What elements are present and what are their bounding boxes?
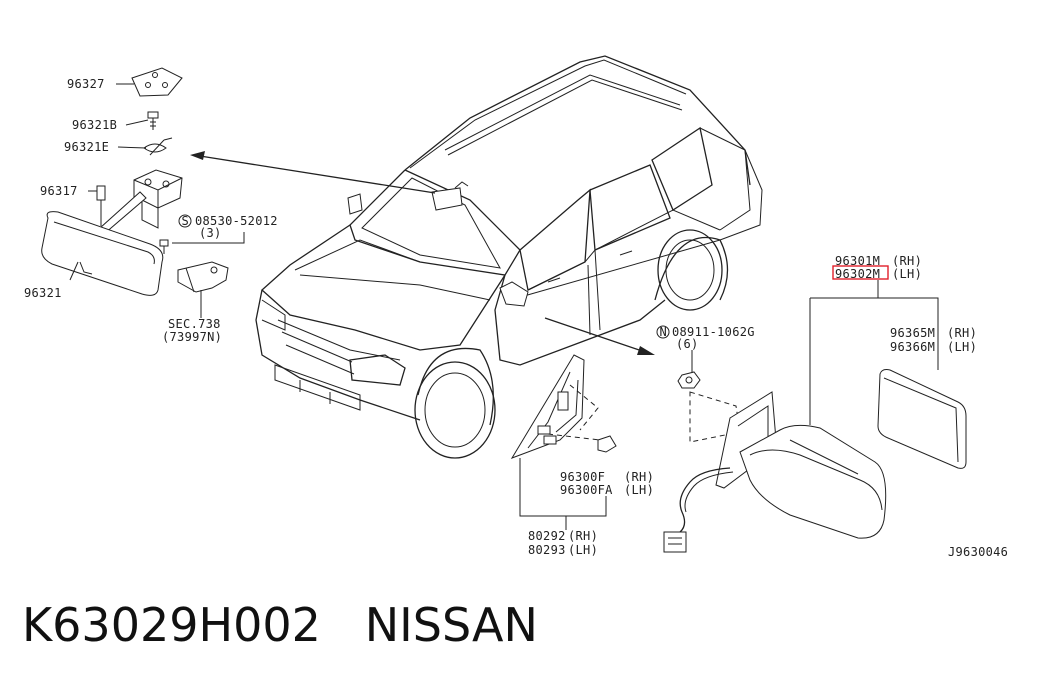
leader-lines-right <box>519 280 939 530</box>
label-80293-side: (LH) <box>568 543 598 557</box>
label-96365m-side: (RH) <box>947 326 977 340</box>
label-80293: 80293 <box>528 543 566 557</box>
label-sec-part: (73997N) <box>162 330 222 344</box>
label-80292-side: (RH) <box>568 529 598 543</box>
s-symbol: S <box>182 214 190 228</box>
label-96321b: 96321B <box>72 118 117 132</box>
highlight-box <box>832 265 889 280</box>
label-96327: 96327 <box>67 77 105 91</box>
label-sec-ref: SEC.738 <box>168 317 221 331</box>
label-96300f-side: (RH) <box>624 470 654 484</box>
label-96317: 96317 <box>40 184 78 198</box>
label-bolt-qty: (3) <box>199 226 222 240</box>
outside-mirror-assembly <box>510 354 967 553</box>
s-symbol-circle <box>178 214 192 228</box>
n-symbol-circle <box>656 325 670 339</box>
diagram-code: J9630046 <box>948 545 1008 559</box>
label-96300f: 96300F <box>560 470 605 484</box>
n-symbol: N <box>660 325 668 339</box>
label-96300fa: 96300FA <box>560 483 613 497</box>
label-96321e: 96321E <box>64 140 109 154</box>
label-bolt-number: 08530-52012 <box>195 214 278 228</box>
label-80292: 80292 <box>528 529 566 543</box>
label-nut-number: 08911-1062G <box>672 325 755 339</box>
label-96366m: 96366M <box>890 340 935 354</box>
footer-brand: NISSAN <box>364 598 538 652</box>
label-96321: 96321 <box>24 286 62 300</box>
label-96365m: 96365M <box>890 326 935 340</box>
label-96301m: 96301M <box>835 254 880 268</box>
label-96301m-side: (RH) <box>892 254 922 268</box>
label-nut-qty: (6) <box>676 337 699 351</box>
pointer-arrows <box>190 151 655 355</box>
label-96302m-side: (LH) <box>892 267 922 281</box>
label-96302m: 96302M <box>835 267 880 281</box>
label-96366m-side: (LH) <box>947 340 977 354</box>
inside-mirror-assembly <box>41 67 229 296</box>
footer-title: K63029H002 NISSAN <box>22 598 538 652</box>
footer-part-number: K63029H002 <box>22 598 321 652</box>
leader-lines-left <box>69 83 245 318</box>
label-96300fa-side: (LH) <box>624 483 654 497</box>
part-labels: 96327 96321B 96321E 96317 96321 S 08530-… <box>24 77 1008 559</box>
vehicle-illustration <box>255 55 763 459</box>
